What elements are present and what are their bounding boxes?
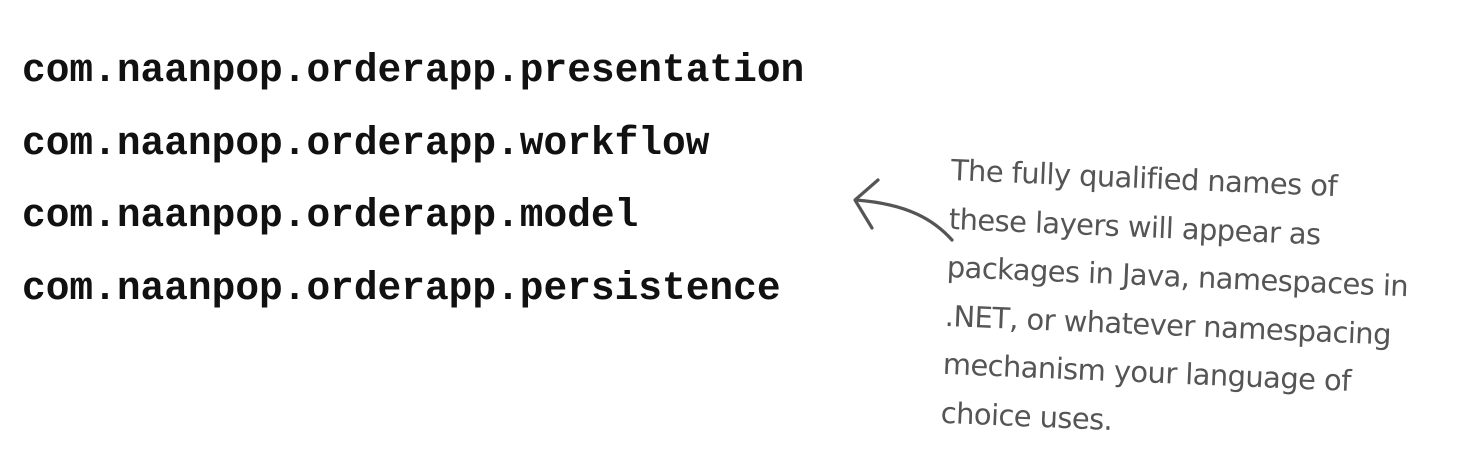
package-list: com.naanpop.orderapp.presentation com.na… xyxy=(22,46,804,336)
package-name-presentation: com.naanpop.orderapp.presentation xyxy=(22,48,805,93)
pointer-arrow-icon xyxy=(853,178,954,242)
package-name-model: com.naanpop.orderapp.model xyxy=(22,193,639,238)
package-name-workflow: com.naanpop.orderapp.workflow xyxy=(22,120,710,166)
handwritten-annotation: The fully qualified names of these layer… xyxy=(940,146,1472,459)
package-name-persistence: com.naanpop.orderapp.persistence xyxy=(22,265,781,311)
